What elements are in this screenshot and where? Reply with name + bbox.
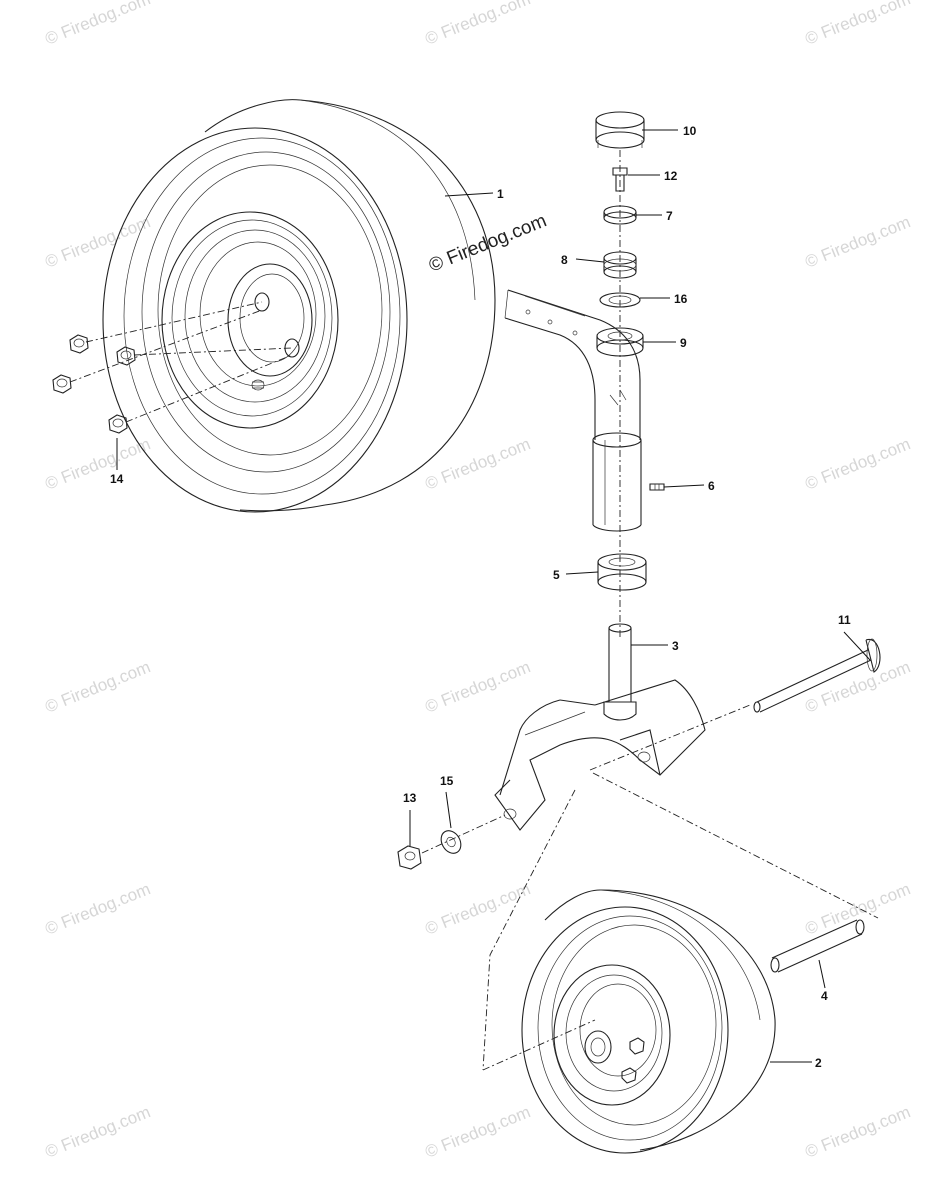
part-labels: 1 2 3 4 5 6 7 8 9 10 11 12 13 14 15 16	[110, 124, 851, 1070]
axle-bolt	[753, 638, 881, 713]
guide-line	[421, 814, 506, 854]
thin-washer	[599, 292, 641, 308]
lug-nuts	[52, 301, 293, 434]
part-label-4: 4	[821, 989, 828, 1003]
dust-cap	[595, 111, 645, 149]
spindle-shaft	[603, 623, 637, 721]
watermark-layer: © Firedog.com © Firedog.com © Firedog.co…	[42, 0, 913, 1162]
guide-line	[482, 789, 576, 1071]
watermark: © Firedog.com	[422, 657, 533, 716]
watermark: © Firedog.com	[42, 1102, 153, 1161]
small-wheel	[521, 889, 776, 1154]
leader-lines	[116, 129, 871, 1063]
watermark: © Firedog.com	[802, 1102, 913, 1161]
bolt	[612, 167, 628, 192]
part-label-12: 12	[664, 169, 678, 183]
part-label-1: 1	[497, 187, 504, 201]
part-label-16: 16	[674, 292, 688, 306]
spindle-housing	[592, 432, 642, 532]
spacer-tube	[770, 919, 865, 973]
part-label-6: 6	[708, 479, 715, 493]
axle-washer	[440, 830, 462, 854]
watermark: © Firedog.com	[42, 879, 153, 938]
part-label-14: 14	[110, 472, 124, 486]
part-label-11: 11	[838, 613, 851, 627]
lower-bearing	[597, 553, 647, 591]
watermark: © Firedog.com	[802, 434, 913, 493]
part-label-7: 7	[666, 209, 673, 223]
watermark: © Firedog.com	[422, 434, 533, 493]
part-label-10: 10	[683, 124, 697, 138]
part-label-3: 3	[672, 639, 679, 653]
watermark: © Firedog.com	[802, 212, 913, 271]
watermark: © Firedog.com	[42, 657, 153, 716]
guide-line	[592, 772, 879, 919]
caster-fork	[494, 679, 706, 831]
part-label-15: 15	[440, 774, 454, 788]
part-label-9: 9	[680, 336, 687, 350]
seal	[603, 251, 637, 279]
watermark: © Firedog.com	[802, 0, 913, 49]
watermark: © Firedog.com	[42, 434, 153, 493]
axle-nut	[397, 845, 422, 870]
guide-line	[589, 704, 751, 771]
part-label-13: 13	[403, 791, 417, 805]
watermark: © Firedog.com	[422, 0, 533, 49]
part-label-5: 5	[553, 568, 560, 582]
caster-arm	[504, 289, 641, 440]
watermark: © Firedog.com	[422, 879, 533, 938]
part-label-8: 8	[561, 253, 568, 267]
watermark: © Firedog.com	[802, 879, 913, 938]
large-wheel	[102, 99, 496, 513]
grease-fitting	[649, 483, 665, 491]
washer	[603, 205, 637, 225]
main-watermark: © Firedog.com	[426, 210, 550, 276]
watermark: © Firedog.com	[422, 1102, 533, 1161]
watermark: © Firedog.com	[42, 0, 153, 49]
part-label-2: 2	[815, 1056, 822, 1070]
